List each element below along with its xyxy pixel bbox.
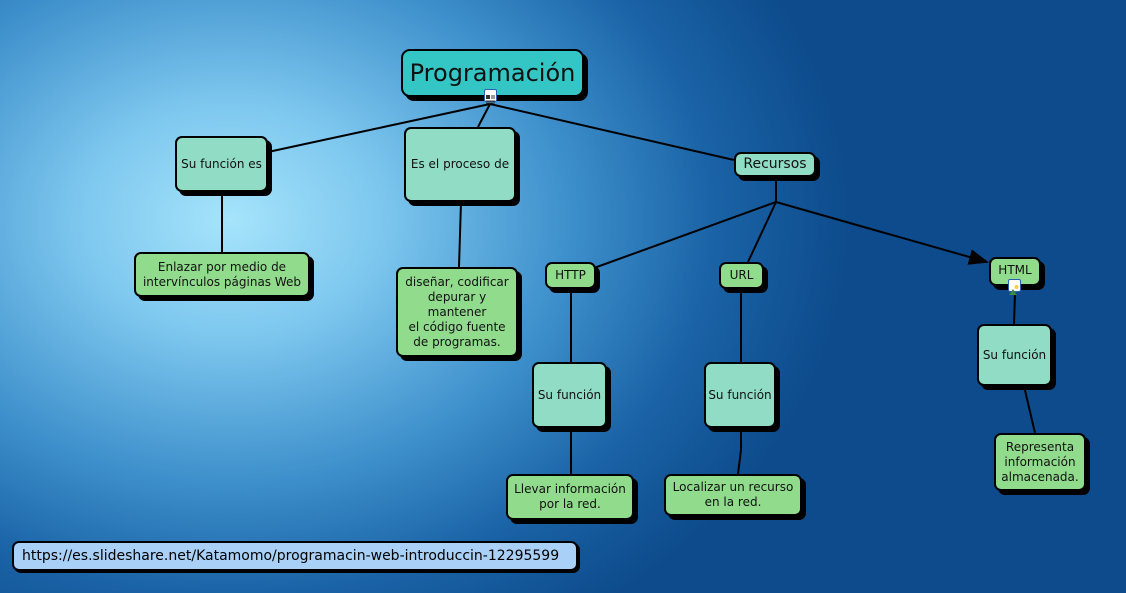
concept-url[interactable]: URL (719, 262, 764, 289)
line-root-sufuncion (267, 103, 491, 153)
source-url-label[interactable]: https://es.slideshare.net/Katamomo/progr… (12, 541, 578, 571)
line-root-proceso (477, 103, 491, 128)
link-http-su-funcion[interactable]: Su función (532, 362, 607, 428)
concept-localizar[interactable]: Localizar un recurso en la red. (664, 474, 802, 516)
link-html-su-funcion[interactable]: Su función (977, 324, 1052, 386)
image-icon[interactable] (1008, 279, 1021, 295)
concept-disenar[interactable]: diseñar, codificar depurar y mantener el… (396, 267, 518, 357)
line (458, 201, 462, 268)
link-url-su-funcion[interactable]: Su función (704, 362, 776, 428)
concept-llevar[interactable]: Llevar información por la red. (506, 474, 634, 520)
concept-enlazar[interactable]: Enlazar por medio de intervínculos págin… (134, 252, 310, 297)
line (593, 201, 777, 269)
line (747, 201, 777, 263)
arrow-to-html (775, 201, 989, 265)
line (737, 428, 742, 475)
line-root-recursos (489, 103, 735, 161)
document-icon[interactable] (484, 89, 497, 104)
concept-http[interactable]: HTTP (545, 262, 596, 289)
line (1023, 385, 1036, 434)
concept-representa[interactable]: Representa información almacenada. (994, 433, 1086, 491)
concept-programacion[interactable]: Programación (401, 49, 584, 97)
line (1013, 292, 1016, 325)
link-su-funcion-es[interactable]: Su función es (175, 136, 268, 192)
link-es-el-proceso-de[interactable]: Es el proceso de (404, 127, 516, 202)
concept-recursos[interactable]: Recursos (734, 152, 816, 177)
